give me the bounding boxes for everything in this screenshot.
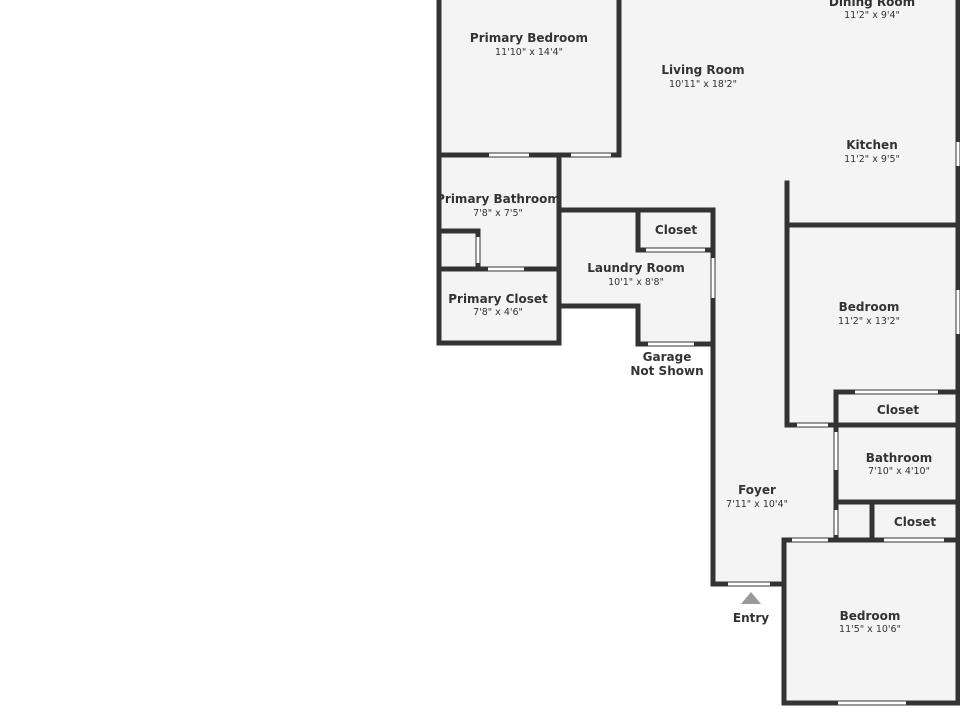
primary-closet-dims: 7'8" x 4'6" bbox=[473, 307, 523, 318]
bedroom-upper-name: Bedroom bbox=[839, 300, 900, 314]
floor-area bbox=[439, 0, 960, 703]
foyer-name: Foyer bbox=[738, 483, 776, 497]
garage-label-line2: Not Shown bbox=[630, 364, 703, 378]
laundry-closet-name: Closet bbox=[655, 223, 697, 237]
upper-closet-name: Closet bbox=[877, 403, 919, 417]
foyer-dims: 7'11" x 10'4" bbox=[726, 499, 788, 510]
lower-closet-name: Closet bbox=[894, 515, 936, 529]
primary-closet-name: Primary Closet bbox=[448, 292, 548, 306]
dining-room-name: Dining Room bbox=[829, 0, 915, 9]
window-frames bbox=[489, 152, 906, 706]
garage-label-line1: Garage bbox=[643, 350, 692, 364]
kitchen-dims: 11'2" x 9'5" bbox=[844, 154, 900, 165]
primary-bathroom-dims: 7'8" x 7'5" bbox=[473, 208, 523, 219]
primary-bathroom-name: Primary Bathroom bbox=[436, 192, 560, 206]
laundry-room-name: Laundry Room bbox=[587, 261, 685, 275]
dining-room-dims: 11'2" x 9'4" bbox=[844, 10, 900, 21]
bedroom-lower-dims: 11'5" x 10'6" bbox=[839, 624, 901, 635]
bathroom-dims: 7'10" x 4'10" bbox=[868, 466, 930, 477]
bedroom-lower-name: Bedroom bbox=[840, 609, 901, 623]
laundry-room-dims: 10'1" x 8'8" bbox=[608, 277, 664, 288]
entry-arrow-icon bbox=[741, 592, 761, 604]
bathroom-name: Bathroom bbox=[866, 451, 932, 465]
wall-openings bbox=[476, 142, 960, 705]
living-room-dims: 10'11" x 18'2" bbox=[669, 79, 737, 90]
bedroom-upper-dims: 11'2" x 13'2" bbox=[838, 316, 900, 327]
kitchen-name: Kitchen bbox=[846, 138, 898, 152]
primary-bedroom-dims: 11'10" x 14'4" bbox=[495, 47, 563, 58]
entry-label: Entry bbox=[733, 611, 769, 625]
primary-bedroom-name: Primary Bedroom bbox=[470, 31, 588, 45]
living-room-name: Living Room bbox=[661, 63, 744, 77]
